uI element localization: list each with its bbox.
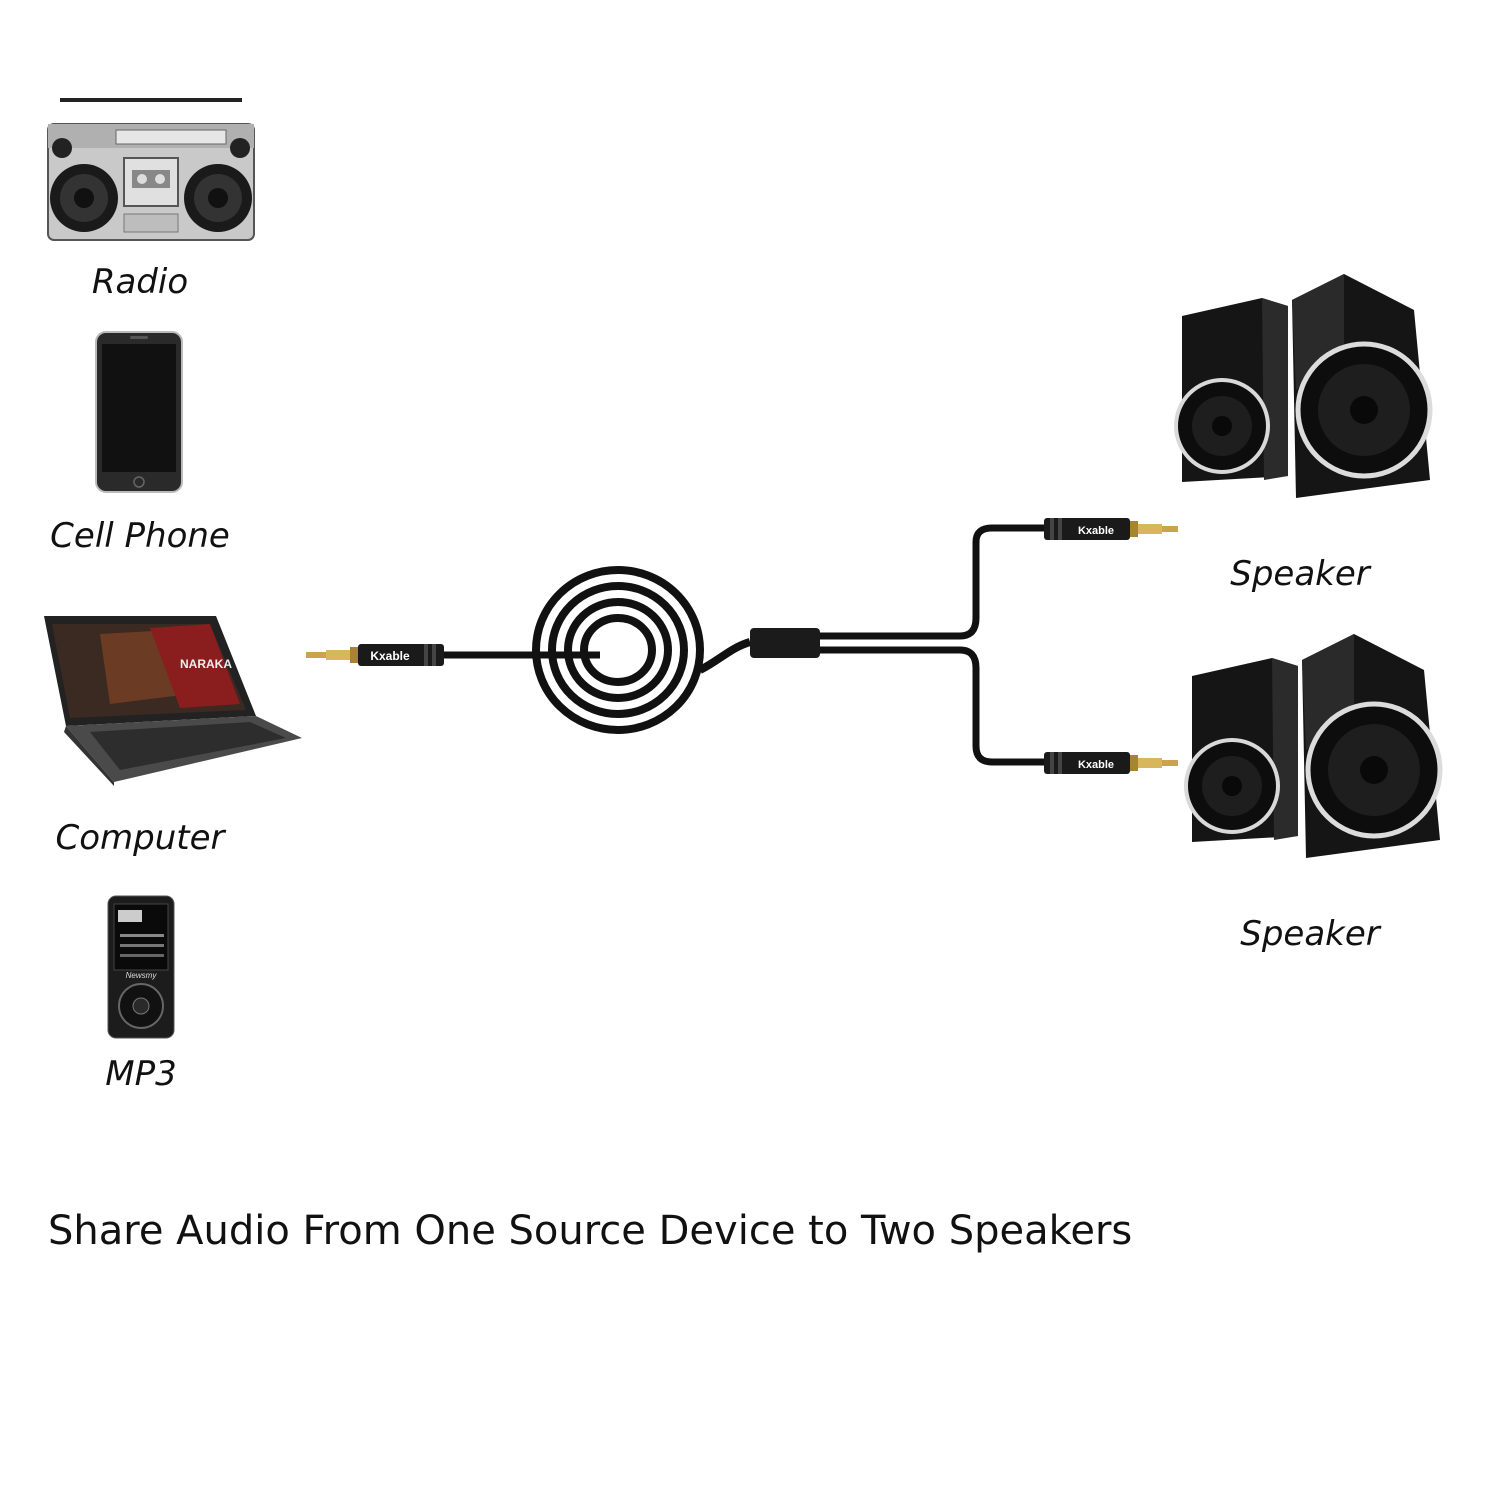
cable-coil	[532, 566, 704, 734]
speaker-pair-bottom	[1178, 630, 1448, 862]
speaker-bottom-label: Speaker	[1240, 914, 1380, 954]
mp3-image: Newsmy	[106, 894, 176, 1040]
phone-image	[94, 330, 184, 494]
mp3-player-icon: Newsmy	[107, 895, 175, 1039]
top-plug: Kxable	[1044, 518, 1178, 540]
top-plug-brand: Kxable	[1078, 525, 1114, 537]
bottom-plug: Kxable	[1044, 752, 1178, 774]
boombox-radio-icon	[47, 98, 255, 241]
caption: Share Audio From One Source Device to Tw…	[48, 1208, 1133, 1254]
phone-label: Cell Phone	[50, 516, 230, 556]
speaker-top-label: Speaker	[1230, 554, 1370, 594]
mp3-brand: Newsmy	[126, 971, 158, 980]
laptop-icon: NARAKA	[44, 616, 302, 786]
smartphone-icon	[95, 331, 183, 493]
main-plug: Kxable	[306, 644, 444, 666]
main-plug-brand: Kxable	[370, 649, 410, 663]
bottom-plug-brand: Kxable	[1078, 759, 1114, 771]
speaker-icon	[1184, 634, 1443, 858]
laptop-game-text: NARAKA	[180, 657, 232, 671]
splitter-body	[750, 628, 820, 658]
y-splitter-cable: Kxable Kxable	[300, 510, 1180, 790]
mp3-label: MP3	[105, 1054, 177, 1094]
speaker-pair-top	[1168, 270, 1438, 502]
speaker-icon	[1174, 274, 1433, 498]
radio-image	[44, 96, 260, 244]
laptop-image: NARAKA	[40, 614, 306, 786]
computer-label: Computer	[55, 818, 225, 858]
radio-label: Radio	[91, 262, 189, 302]
